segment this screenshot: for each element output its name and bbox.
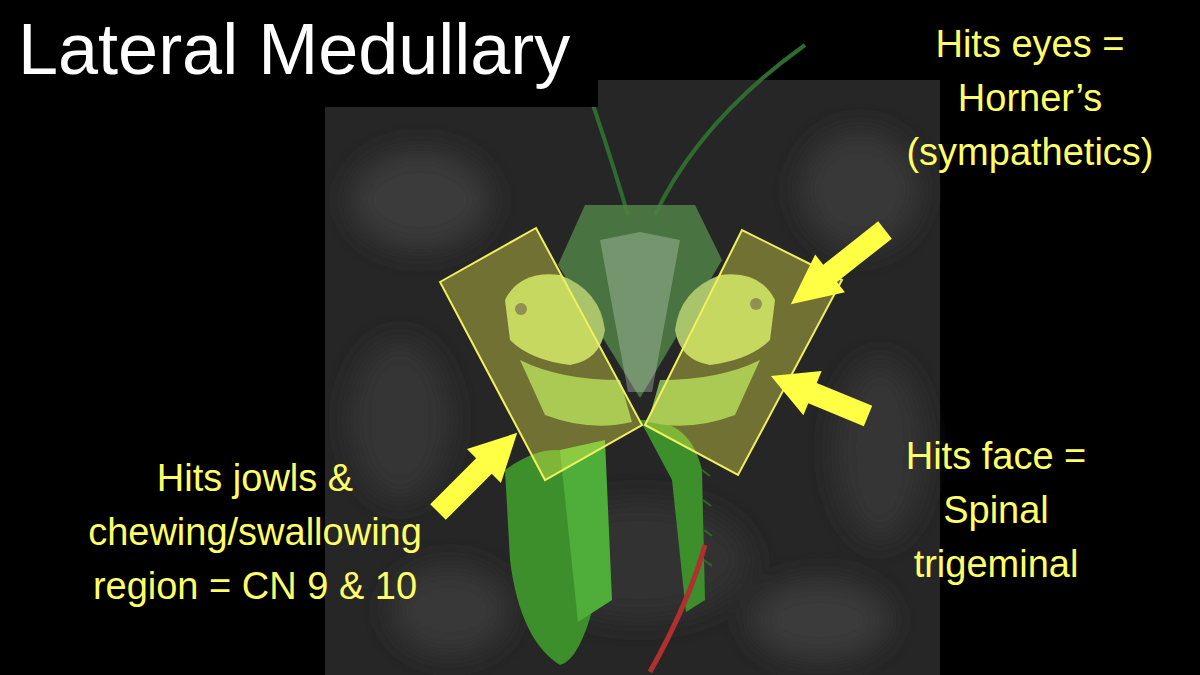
callout-label: Hits eyes = Horner’s (sympathetics) (870, 18, 1190, 180)
callout-text: Hits eyes = Horner’s (sympathetics) (906, 23, 1153, 173)
pointer-arrow (762, 354, 877, 438)
pointer-arrow (421, 416, 534, 529)
title-bar: Lateral Medullary (0, 0, 598, 107)
lesion-region (440, 228, 642, 480)
callout-label: Hits face = Spinal trigeminal (865, 430, 1127, 592)
antenna (655, 45, 805, 215)
title: Lateral Medullary (18, 9, 570, 89)
pointer-arrow (776, 211, 900, 323)
callout-text: Hits face = Spinal trigeminal (906, 435, 1087, 585)
artery (650, 545, 705, 672)
callout-text: Hits jowls & chewing/swallowing region =… (88, 457, 422, 607)
mri-background (325, 80, 940, 675)
callout-label: Hits jowls & chewing/swallowing region =… (45, 452, 465, 614)
mri-texture (350, 130, 925, 660)
